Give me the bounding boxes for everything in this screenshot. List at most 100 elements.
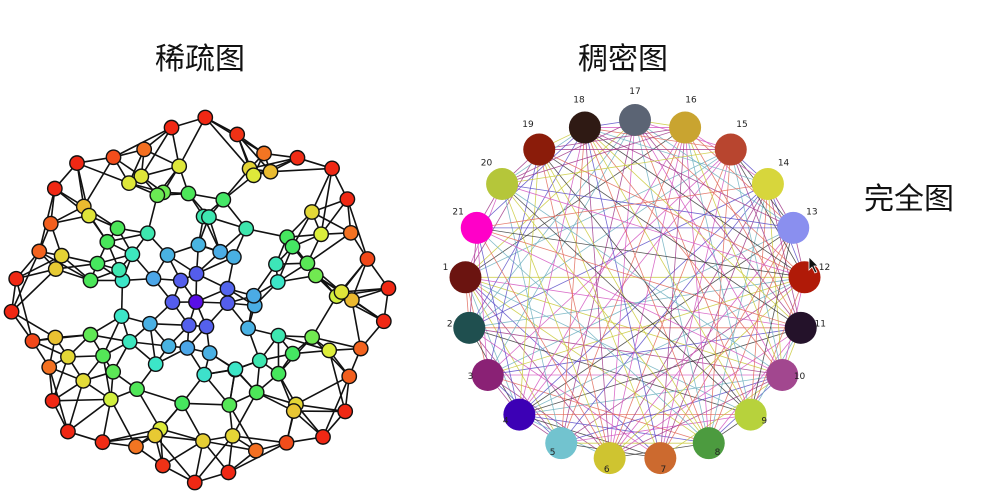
dense-edge: [584, 127, 794, 229]
dense-node-10: [766, 359, 799, 391]
dense-edge: [659, 127, 686, 459]
sparse-edge: [270, 167, 333, 173]
dense-edge: [476, 227, 783, 376]
dense-node-13: [777, 211, 810, 244]
sparse-node: [53, 247, 70, 264]
sparse-node: [304, 329, 320, 346]
sparse-edge: [102, 434, 156, 443]
dense-edge: [476, 183, 768, 229]
dense-node-3: [471, 359, 504, 391]
dense-node-4: [503, 398, 536, 431]
sparse-node: [313, 226, 330, 243]
dense-node-label: 5: [550, 448, 556, 458]
sparse-node: [82, 272, 99, 289]
sparse-node: [145, 270, 162, 287]
sparse-node: [270, 327, 287, 344]
dense-edge: [476, 227, 710, 444]
dense-edge: [465, 277, 562, 444]
dense-edge: [684, 127, 783, 376]
dense-edge: [487, 276, 805, 376]
sparse-node: [289, 149, 306, 166]
dense-edge: [538, 149, 751, 415]
dense-node-7: [644, 442, 677, 475]
dense-edge: [539, 149, 801, 329]
sparse-node: [163, 119, 180, 136]
sparse-node: [221, 397, 238, 413]
dense-edge: [501, 119, 636, 185]
dense-node-label: 19: [522, 120, 534, 130]
sparse-node: [188, 294, 204, 310]
sparse-node: [299, 255, 316, 272]
dense-edge: [750, 277, 805, 415]
sparse-node: [136, 141, 153, 158]
dense-edge: [560, 127, 586, 444]
sparse-node: [215, 191, 232, 208]
dense-node-label: 4: [503, 416, 509, 426]
sparse-edge: [178, 117, 206, 167]
dense-edge: [469, 327, 783, 376]
sparse-edge: [232, 435, 287, 444]
dense-edge: [584, 127, 805, 278]
dense-edge: [465, 276, 751, 415]
sparse-node: [342, 224, 359, 241]
sparse-edge: [306, 232, 352, 264]
sparse-edge: [328, 350, 346, 412]
sparse-edge: [10, 251, 40, 313]
dense-edge: [469, 149, 731, 329]
sparse-edge: [140, 127, 173, 177]
sparse-node: [247, 442, 264, 459]
dense-edge: [519, 183, 769, 415]
sparse-node: [31, 243, 48, 260]
dense-center-hole: [624, 279, 646, 301]
dense-edge: [767, 183, 802, 328]
sparse-node: [343, 292, 360, 308]
sparse-edge: [278, 334, 330, 352]
sparse-node: [190, 236, 207, 253]
sparse-edge: [295, 403, 346, 413]
sparse-node: [180, 317, 197, 334]
sparse-node: [256, 145, 272, 162]
dense-node-15: [714, 133, 747, 166]
sparse-node: [172, 272, 189, 289]
sparse-edge: [311, 295, 338, 338]
sparse-node: [339, 191, 356, 208]
dense-node-19: [523, 133, 556, 166]
sparse-edge: [249, 157, 298, 170]
dense-node-label: 3: [468, 372, 474, 382]
dense-edge: [519, 374, 783, 416]
sparse-node: [284, 345, 301, 362]
sparse-node: [315, 429, 331, 445]
dense-edge: [609, 277, 805, 459]
dense-edge: [634, 119, 710, 444]
dense-edge: [750, 227, 794, 415]
dense-edge: [501, 183, 783, 376]
dense-edge: [708, 327, 802, 444]
dense-edge: [659, 227, 794, 459]
sparse-node: [60, 348, 76, 365]
sparse-node: [128, 438, 144, 455]
sparse-node: [46, 180, 63, 197]
sparse-node: [81, 207, 97, 224]
sparse-node: [245, 167, 262, 184]
sparse-node: [324, 160, 340, 177]
dense-edge: [487, 327, 801, 376]
dense-node-11: [784, 311, 817, 344]
sparse-node: [99, 233, 116, 250]
dense-node-label: 20: [481, 159, 493, 169]
dense-node-label: 17: [629, 87, 640, 97]
sparse-node: [285, 403, 302, 419]
sparse-node: [195, 433, 211, 449]
dense-edge: [609, 183, 769, 459]
dense-node-label: 13: [806, 208, 817, 218]
dense-edge: [487, 149, 732, 376]
sparse-edge: [38, 250, 91, 282]
dense-node-2: [453, 311, 486, 344]
dense-node-18: [568, 111, 601, 144]
sparse-node: [95, 347, 111, 364]
sparse-node: [124, 246, 141, 263]
dense-edge: [609, 127, 686, 459]
dense-node-label: 7: [660, 465, 666, 475]
sparse-node: [159, 247, 176, 263]
dense-node-label: 1: [443, 263, 449, 273]
